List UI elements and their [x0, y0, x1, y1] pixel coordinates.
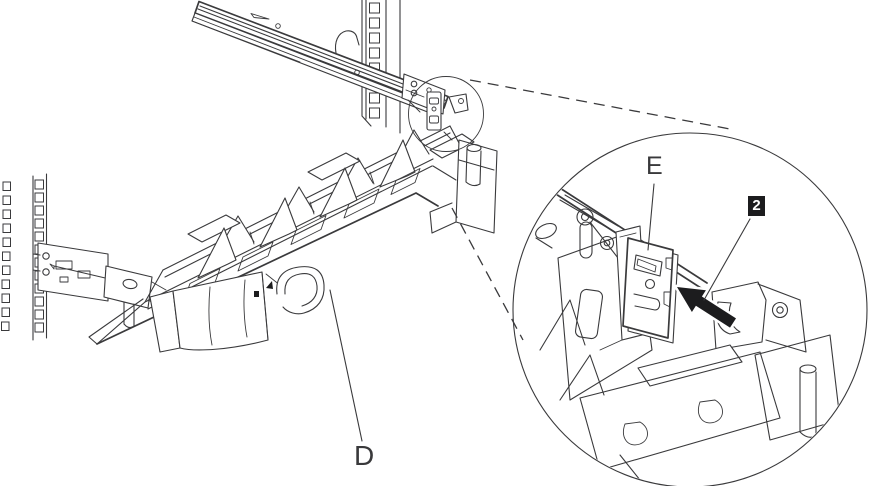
callout-badge-2: 2: [748, 196, 765, 216]
slide-rail: [191, 0, 449, 117]
detail-link-dashes: [451, 79, 731, 341]
insertion-arrow: [677, 287, 736, 328]
detail-circle: [512, 132, 868, 486]
callout-circle-small: [408, 76, 484, 152]
cable-management-arm: [88, 125, 498, 353]
leader-e: [647, 183, 655, 251]
callout-label-d: D: [354, 440, 375, 471]
leader-d: [329, 289, 363, 442]
callout-label-e: E: [646, 152, 663, 180]
leader-lines: [329, 183, 751, 442]
leader-2: [703, 218, 751, 301]
cma-mount-bracket: [32, 242, 167, 329]
